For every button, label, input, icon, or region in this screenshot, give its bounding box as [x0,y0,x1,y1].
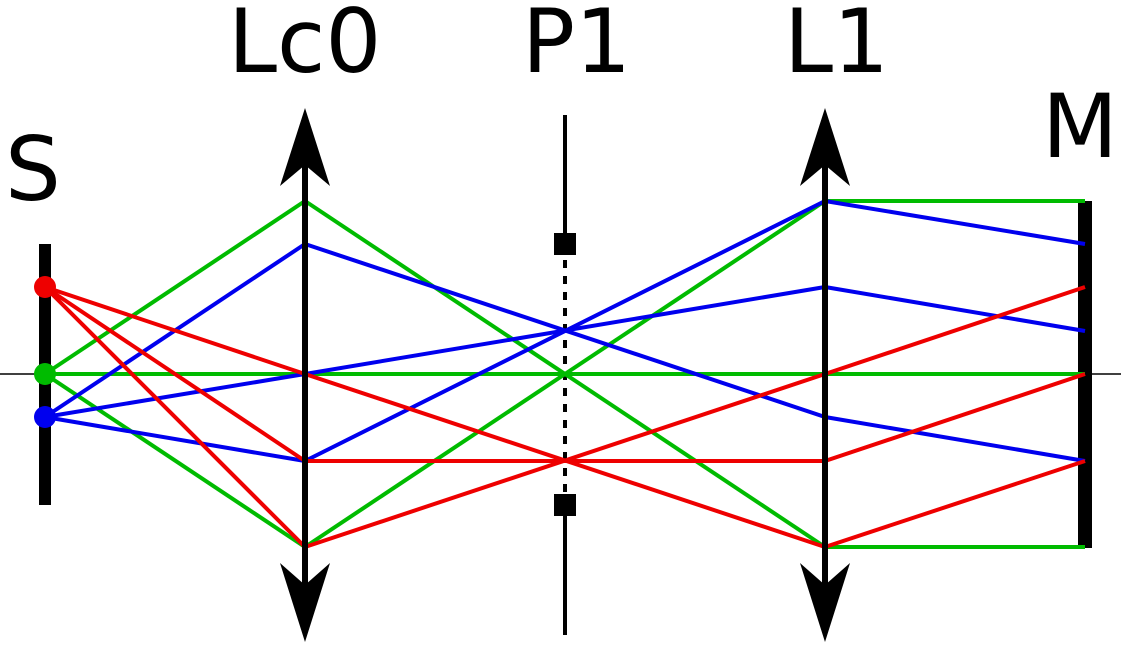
red-ray-7 [824,285,1086,376]
condenser-lens-label: Lc0 [228,0,381,93]
blue-ray-6 [304,199,826,463]
mirror-label: M [1042,75,1118,178]
pupil-lower-marker [554,494,576,516]
lens-l1-down-arrow-icon [800,563,850,642]
blue-ray-8 [824,285,1086,333]
source-label: S [5,118,61,221]
lens-l1-label: L1 [784,0,889,93]
blue-ray-7 [824,199,1086,246]
lens-l1-up-arrow-icon [800,108,850,186]
blue-ray-2 [44,372,306,419]
pupil-plane-label: P1 [522,0,631,93]
condenser-lens [280,108,330,642]
pupil-upper-marker [554,233,576,255]
red-ray-8 [824,372,1086,463]
blue-ray-3 [44,415,306,463]
lens-l1 [800,108,850,642]
green-ray-cross-2 [303,199,827,549]
source-point-green [34,363,56,385]
blue-ray-9 [824,415,1086,463]
green-ray-down [43,372,307,549]
blue-rays [43,199,1086,463]
red-ray-9 [824,459,1086,549]
red-ray-1 [44,285,306,376]
red-rays [43,285,1086,549]
green-rays [43,199,1085,549]
condenser-lens-down-arrow-icon [280,563,330,642]
source-point-blue [34,406,56,428]
red-ray-2 [43,285,307,463]
red-ray-6 [304,372,826,549]
green-ray-up [43,199,307,376]
condenser-lens-up-arrow-icon [280,108,330,186]
red-ray-3 [43,285,307,549]
source-point-red [34,276,56,298]
